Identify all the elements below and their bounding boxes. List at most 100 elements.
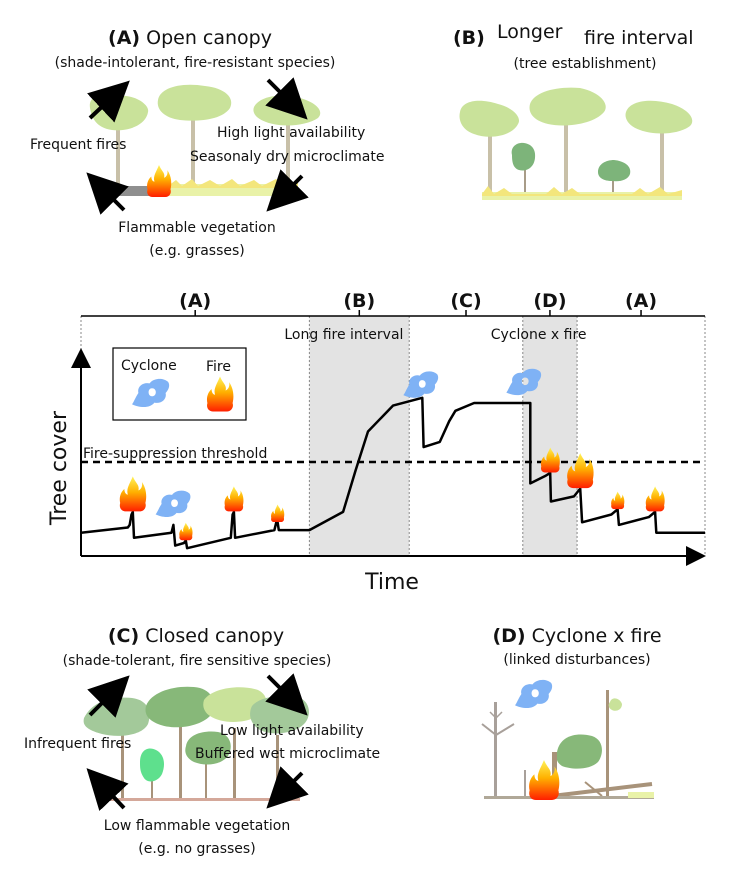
panel-c-subtitle: (shade-tolerant, fire sensitive species) [63,653,332,669]
long-fire-interval-label: Long fire interval [284,327,403,343]
panel-d-title: (D)Cyclone x fire [492,625,661,647]
tree-canopy [608,698,622,711]
tree-canopy [459,100,520,137]
shaded-region-d [522,316,578,556]
panel-a-label-left: Frequent fires [30,137,126,153]
arrow-icon [265,673,308,716]
phase-label: (A) [625,290,657,312]
tree-trunk [488,132,492,194]
tree-canopy [157,84,232,121]
grass-strip [628,792,654,798]
legend-fire-label: Fire [206,359,231,375]
phase-label: (B) [343,290,375,312]
fire-icon [119,476,147,512]
arrow-icon [86,768,129,812]
tree-trunk [121,730,124,800]
tree-trunk [564,122,568,194]
sapling-canopy [511,142,536,171]
tree-trunk [660,132,664,194]
tree-canopy [83,697,150,736]
tree-trunk [205,762,207,800]
fire-icon [224,486,244,512]
grass-blades [160,178,298,188]
grass-blades [482,186,682,196]
x-axis-label: Time [364,570,419,595]
arrow-icon [266,766,309,809]
arrow-icon [265,77,308,120]
phase-label: (C) [450,290,481,312]
panel-a-label-right-2: Seasonaly dry microclimate [190,149,384,165]
cyclone-icon [515,679,553,708]
tree-canopy [556,734,602,769]
panel-a-label-bottom-2: (e.g. grasses) [149,243,245,259]
panel-a-title: (A)Open canopy [108,27,272,49]
cyclone-x-fire-label: Cyclone x fire [491,327,587,343]
y-axis-label: Tree cover [47,410,72,526]
panel-a-label-bottom-1: Flammable vegetation [118,220,276,236]
tree-trunk [606,690,609,798]
fire-icon [271,504,285,523]
panel-c-title: (C)Closed canopy [108,625,284,647]
tree-trunk [276,735,279,800]
ground-line [110,798,300,801]
tree-trunk [116,125,120,190]
threshold-label: Fire-suppression threshold [83,446,267,462]
phase-labels: (A) (B) (C) (D) (A) [179,290,657,316]
tree-cover-line [80,396,705,550]
panel-c-label-left: Infrequent fires [24,736,131,752]
tree-canopy [529,87,606,126]
tree-trunk [191,118,195,190]
phase-label: (D) [533,290,566,312]
sapling-trunk [612,176,614,199]
panel-d-subtitle: (linked disturbances) [503,652,650,668]
dead-branch [495,723,515,736]
dead-branch [481,723,497,736]
timeline-chart: (A) (B) (C) (D) (A) Long fire interval Cyclo… [47,290,706,595]
panel-c-label-right-1: Low light availability [220,723,364,739]
panel-b-subtitle: (tree establishment) [514,56,657,72]
fire-icon [645,486,665,512]
arrow-icon [87,675,130,718]
dead-branch [495,711,503,719]
tree-canopy [140,748,164,782]
cyclone-icon [155,490,191,518]
tree-trunk [179,722,182,800]
arrow-icon [266,169,309,212]
sapling-canopy [598,160,631,182]
burnt-ground [108,186,150,196]
panel-c-label-bottom-1: Low flammable vegetation [104,818,290,834]
fallen-log [551,782,653,798]
panel-c-label-right-2: Buffered wet microclimate [195,746,380,762]
legend-cyclone-label: Cyclone [121,358,177,374]
ground-line [484,796,654,799]
fallen-branch [584,781,603,797]
fire-icon [179,522,193,541]
tree-trunk [233,728,236,800]
tree-establishment-illustration [459,87,693,200]
tree-trunk [151,780,153,800]
legend: Cyclone Fire [112,347,247,421]
panel-a: (A)Open canopy (shade-intolerant, fire-r… [30,27,384,259]
phase-label: (A) [179,290,211,312]
tree-canopy [185,731,231,765]
panel-c-label-bottom-2: (e.g. no grasses) [138,841,255,857]
tree-canopy [625,100,693,134]
tree-canopy [145,686,215,728]
tree-trunk [286,125,290,190]
shaded-region-b [309,316,410,556]
panel-a-label-right-1: High light availability [217,125,365,141]
cyclone-fire-illustration [481,679,654,800]
arrow-icon [86,80,130,123]
panel-c: (C)Closed canopy (shade-tolerant, fire s… [24,625,380,857]
dead-sapling [524,770,526,798]
dead-tree-trunk [494,702,497,798]
tree-trunk [552,752,555,792]
arrow-icon [86,172,129,215]
fire-icon [147,165,172,197]
fire-icon [611,491,625,510]
panel-d: (D)Cyclone x fire (linked disturbances) [481,625,662,800]
dead-branch [489,711,497,719]
panel-a-subtitle: (shade-intolerant, fire-resistant specie… [55,55,336,71]
